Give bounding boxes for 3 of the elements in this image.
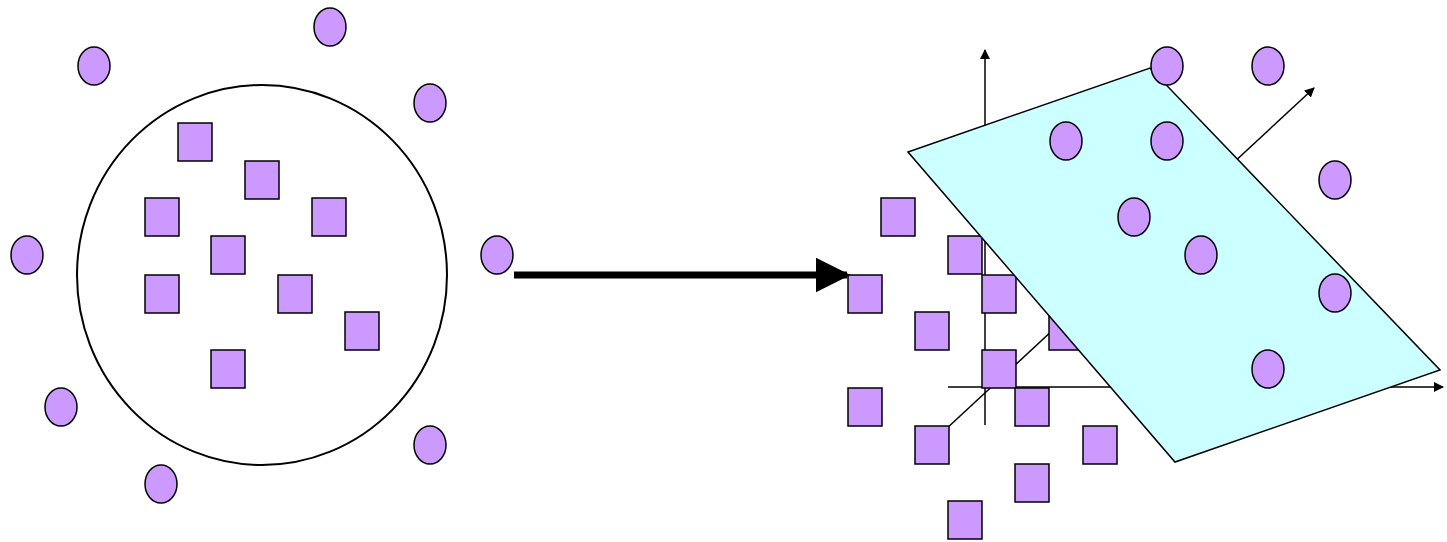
arrow xyxy=(514,257,851,293)
circle-boundary-drawing xyxy=(10,7,514,504)
separating-plane-drawing xyxy=(847,46,1444,540)
